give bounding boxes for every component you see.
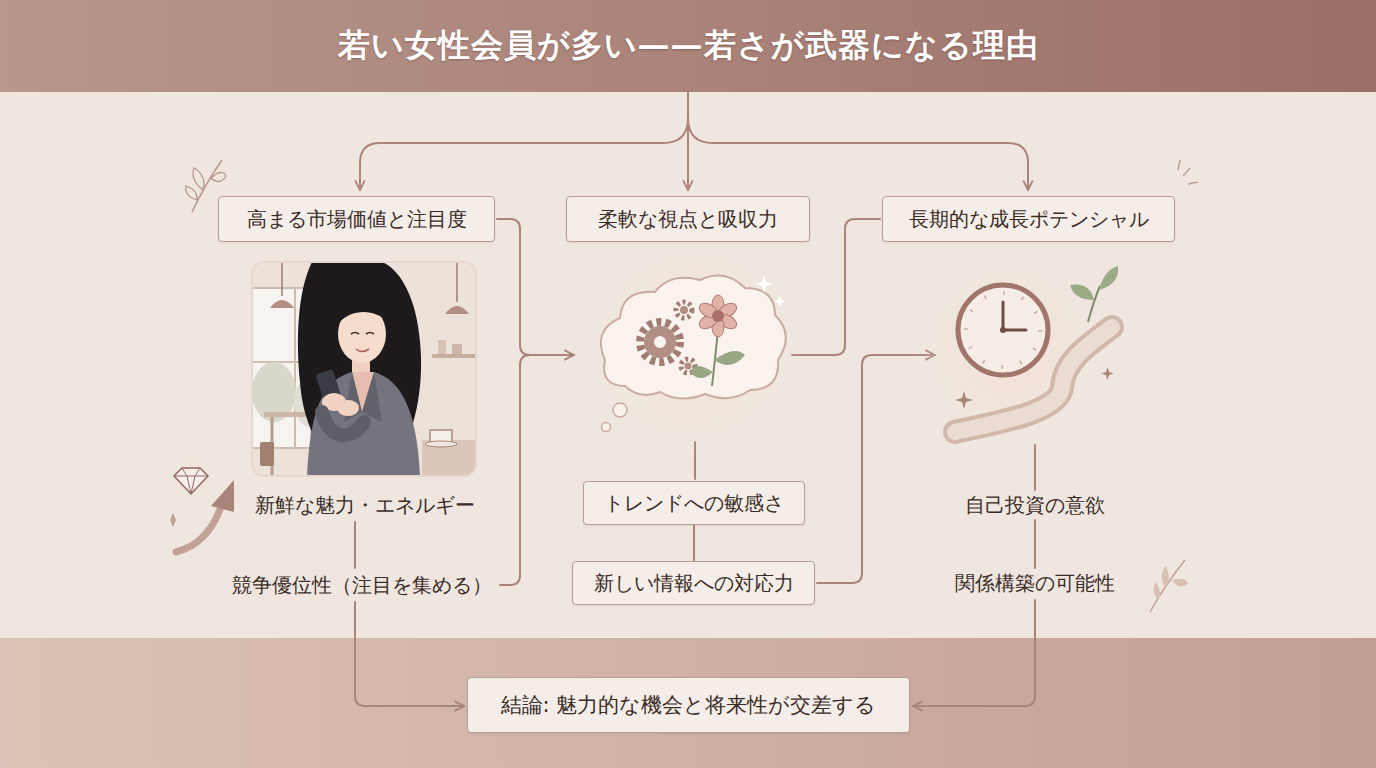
process-box: 柔軟な視点と吸収力 — [566, 196, 810, 242]
woman-illustration — [252, 262, 476, 476]
layout-connector — [1034, 520, 1036, 568]
layout-connector — [913, 600, 1035, 706]
clock-road-icon — [915, 255, 1118, 445]
mind-cloud-icon — [697, 295, 739, 337]
mind-cloud-icon — [654, 336, 666, 348]
layout-connector — [497, 219, 574, 355]
layout-connector — [1034, 445, 1036, 490]
decoration-sprig — [1178, 160, 1198, 184]
process-box: トレンドへの敏感さ — [583, 481, 805, 525]
mind-cloud-icon — [640, 322, 680, 362]
woman-illustration — [260, 442, 274, 466]
layout-connector — [354, 522, 356, 568]
mind-cloud-icon — [601, 276, 786, 399]
mind-cloud-icon — [690, 366, 713, 378]
woman-illustration — [438, 340, 446, 354]
woman-illustration — [252, 262, 476, 476]
diamond-arrow-icon — [168, 454, 234, 552]
woman-illustration — [337, 400, 359, 416]
box-text: トレンドへの敏感さ — [604, 490, 784, 517]
diagram-title: 若い女性会員が多い——若さが武器になる理由 — [0, 0, 1376, 92]
box-text: 高まる市場価値と注目度 — [247, 206, 467, 233]
process-box: 長期的な成長ポテンシャル — [882, 196, 1175, 242]
layout-connector — [355, 602, 464, 706]
layout-connector — [687, 92, 689, 190]
diamond-arrow-icon — [170, 513, 176, 527]
diamond-arrow-icon — [174, 468, 208, 494]
decoration-sprig — [1172, 579, 1188, 587]
decoration-sprig — [211, 172, 226, 181]
woman-illustration — [356, 349, 369, 352]
background-panels — [0, 638, 1376, 768]
box-text: 新しい情報への対応力 — [594, 570, 794, 597]
diamond-arrow-icon — [168, 454, 216, 502]
annotation-label: 関係構築の可能性 — [955, 570, 1115, 597]
process-box: 新しい情報への対応力 — [572, 561, 815, 605]
clock-road-icon — [1003, 302, 1026, 330]
box-text: 結論: 魅力的な機会と将来性が交差する — [501, 691, 877, 719]
box-text: 長期的な成長ポテンシャル — [909, 206, 1149, 233]
woman-illustration — [422, 440, 476, 476]
clock-road-icon — [966, 293, 1040, 367]
mind-cloud-icon — [644, 326, 676, 358]
mind-cloud-icon — [685, 363, 692, 370]
annotation-label: 自己投資の意欲 — [965, 492, 1105, 519]
mind-cloud-icon — [712, 310, 724, 322]
woman-illustration — [452, 344, 462, 354]
mind-cloud-icon — [714, 351, 745, 365]
decoration-sprig — [1153, 582, 1160, 600]
clock-road-icon — [1070, 285, 1094, 300]
decoration-sprig — [186, 160, 1198, 612]
woman-illustration — [338, 303, 387, 324]
clock-road-icon — [1099, 266, 1118, 290]
woman-illustration — [252, 262, 476, 476]
box-text: 柔軟な視点と吸収力 — [598, 206, 778, 233]
clock-road-icon — [1000, 327, 1006, 333]
layout-connector — [688, 118, 1028, 190]
layout-connector — [500, 355, 530, 585]
decoration-sprig — [186, 186, 197, 200]
mind-cloud-icon — [585, 235, 805, 455]
woman-illustration — [270, 300, 294, 308]
layout-connector — [817, 355, 935, 583]
decoration-sprig — [1162, 566, 1169, 588]
decoration-sprig — [193, 168, 204, 190]
mind-cloud-icon — [602, 423, 611, 432]
process-box: 高まる市場価値と注目度 — [218, 196, 495, 242]
woman-illustration — [432, 354, 476, 358]
woman-illustration — [252, 262, 476, 476]
diamond-arrow-icon — [176, 504, 222, 552]
layout-connector — [360, 118, 688, 190]
clock-road-icon — [958, 285, 1048, 375]
mind-cloud-icon — [585, 235, 805, 455]
connector-line — [693, 525, 695, 561]
diamond-arrow-icon — [174, 468, 208, 494]
mind-cloud-icon — [774, 296, 785, 307]
diamond-arrow-icon — [211, 480, 234, 512]
clock-road-icon — [955, 391, 973, 409]
mind-cloud-icon — [676, 302, 692, 318]
woman-illustration — [351, 333, 374, 335]
conclusion-box: 結論: 魅力的な機会と将来性が交差する — [467, 677, 910, 733]
background-panels — [0, 0, 1376, 92]
clock-road-icon — [1101, 367, 1114, 380]
annotation-label: 競争優位性（注目を集める） — [232, 572, 492, 599]
mind-cloud-icon — [755, 275, 773, 293]
woman-illustration — [445, 306, 469, 314]
background-panels — [0, 92, 1376, 638]
woman-illustration — [322, 412, 364, 435]
mind-cloud-icon — [680, 306, 688, 314]
woman-illustration — [272, 417, 312, 476]
woman-illustration — [425, 441, 457, 447]
mind-cloud-icon — [613, 403, 627, 417]
annotation-label: 新鮮な魅力・エネルギー — [255, 492, 475, 519]
